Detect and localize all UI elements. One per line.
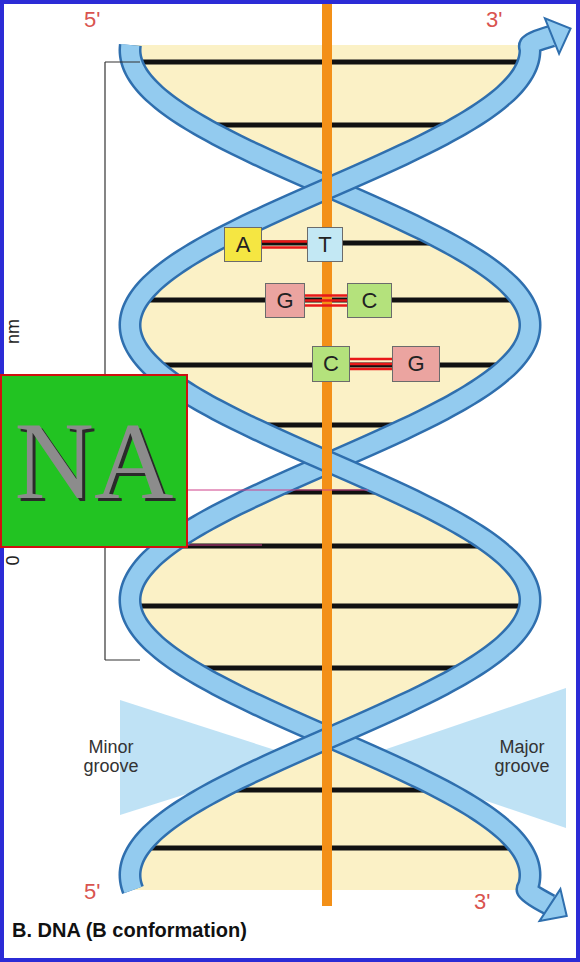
groove-label: Major groove (474, 738, 570, 776)
hydrogen-bond (305, 299, 347, 302)
hydrogen-bond (350, 358, 392, 361)
strand-arrowhead (545, 18, 571, 53)
hydrogen-bond (305, 294, 347, 297)
base-box: C (347, 283, 392, 318)
rise-line (188, 544, 262, 545)
bracket-line (104, 62, 105, 660)
dimension-label: 0 (4, 544, 23, 576)
node-text: C (323, 353, 339, 375)
strand-end-label: 3' (474, 890, 506, 913)
base-box: G (265, 283, 305, 318)
node-text: G (407, 353, 424, 375)
dimension-label: nm (4, 315, 23, 347)
strand-end-label: 5' (84, 8, 116, 31)
node-text: C (362, 290, 378, 312)
title-box: NA (0, 374, 188, 548)
base-box: G (392, 346, 440, 382)
strand-end-label: 3' (486, 8, 518, 31)
hydrogen-bond (305, 304, 347, 307)
base-box: T (307, 227, 343, 262)
node-text: A (236, 234, 251, 256)
bracket-tick (105, 659, 140, 660)
base-box: A (224, 227, 262, 262)
strand-ribbon (130, 36, 552, 890)
node-text: NA (15, 406, 174, 516)
figure-caption: B. DNA (B conformation) (12, 920, 247, 941)
strand-arrowhead (540, 889, 567, 921)
hydrogen-bond (350, 363, 392, 366)
hydrogen-bond (262, 246, 307, 249)
rise-line (188, 489, 368, 490)
bracket-tick (105, 61, 140, 62)
strand-ribbon-edge (130, 36, 552, 890)
hydrogen-bond (262, 240, 307, 243)
pitch-bracket (105, 62, 140, 660)
node-text: G (276, 290, 293, 312)
hydrogen-bond (350, 368, 392, 371)
helix-axis (322, 4, 332, 906)
node-text: T (318, 234, 331, 256)
strand-end-label: 5' (84, 880, 116, 903)
groove-label: Minor groove (66, 738, 156, 776)
base-box: C (312, 346, 350, 382)
